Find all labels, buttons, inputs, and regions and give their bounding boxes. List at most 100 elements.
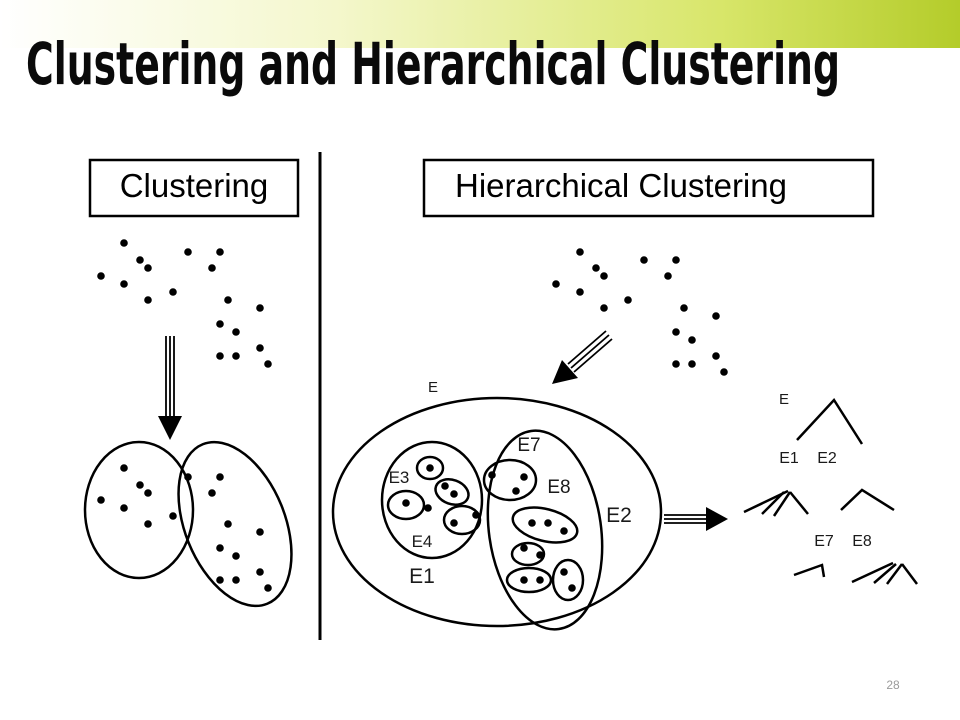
data-point	[624, 296, 632, 304]
label-e7: E7	[517, 435, 540, 456]
data-point	[216, 320, 224, 328]
leaf-ellipse	[415, 455, 445, 481]
right-arrow-icon	[664, 507, 728, 531]
tree-label-e7: E7	[814, 533, 834, 550]
clustering-box	[88, 158, 300, 218]
data-point	[216, 248, 224, 256]
data-point	[144, 489, 152, 497]
label-e2: E2	[606, 504, 632, 527]
diagonal-arrow-icon	[552, 330, 613, 384]
cluster-e2	[486, 429, 604, 631]
data-point	[144, 264, 152, 272]
data-point	[97, 272, 105, 280]
data-point	[720, 368, 728, 376]
data-point	[216, 473, 224, 481]
cluster-ellipse-b	[177, 440, 293, 608]
down-arrow-icon	[158, 336, 182, 440]
label-e4: E4	[412, 532, 433, 551]
label-e8: E8	[547, 477, 570, 498]
data-point	[232, 576, 240, 584]
data-point	[664, 272, 672, 280]
data-point	[97, 496, 105, 504]
leaf-ellipse	[386, 489, 426, 521]
label-e3: E3	[389, 468, 410, 487]
dendrogram	[743, 397, 918, 585]
data-point	[256, 568, 264, 576]
data-point	[592, 264, 600, 272]
data-point	[712, 312, 720, 320]
title-band	[0, 0, 960, 48]
left-clusters	[83, 440, 293, 608]
data-point	[169, 512, 177, 520]
clustering-heading: Clustering	[120, 167, 269, 204]
hierarchical-heading: Hierarchical Clustering	[455, 167, 787, 204]
data-point	[640, 256, 648, 264]
data-point	[232, 352, 240, 360]
data-point	[256, 528, 264, 536]
data-point	[144, 520, 152, 528]
data-point	[184, 248, 192, 256]
data-point	[224, 520, 232, 528]
data-point	[216, 352, 224, 360]
data-point	[224, 296, 232, 304]
data-point	[264, 360, 272, 368]
data-point	[672, 328, 680, 336]
dendrogram-e8-branch	[851, 561, 894, 584]
data-point	[120, 464, 128, 472]
data-point	[256, 304, 264, 312]
data-point	[216, 576, 224, 584]
data-point	[144, 296, 152, 304]
label-e1: E1	[409, 565, 435, 588]
cluster-e	[331, 396, 663, 628]
data-point	[184, 473, 192, 481]
leaf-ellipse	[510, 541, 546, 567]
dendrogram-e2-branch	[840, 488, 895, 512]
slide-title: Clustering and Hierarchical Clustering	[26, 30, 840, 98]
page-number: 28	[886, 678, 900, 692]
leaf-ellipse	[442, 504, 482, 536]
data-point	[169, 288, 177, 296]
data-point	[136, 481, 144, 489]
dendrogram-e7-branch	[793, 563, 826, 578]
left-raw-points	[97, 239, 272, 368]
data-point	[576, 248, 584, 256]
data-point	[120, 280, 128, 288]
data-point	[552, 280, 560, 288]
data-point	[688, 360, 696, 368]
data-point	[208, 264, 216, 272]
data-point	[712, 352, 720, 360]
data-point	[232, 552, 240, 560]
data-point	[136, 256, 144, 264]
data-point	[216, 544, 224, 552]
leaf-ellipse	[482, 458, 538, 502]
tree-label-e2: E2	[817, 450, 837, 467]
data-point	[120, 504, 128, 512]
data-point	[256, 344, 264, 352]
data-point	[232, 328, 240, 336]
tree-label-root: E	[779, 391, 789, 408]
tree-label-e1: E1	[779, 450, 799, 467]
leaf-ellipse	[551, 558, 585, 602]
data-point	[576, 288, 584, 296]
leaf-ellipse	[505, 566, 553, 594]
data-point	[680, 304, 688, 312]
data-point	[264, 584, 272, 592]
leaf-ellipse	[511, 506, 579, 544]
data-point	[672, 256, 680, 264]
hierarchical-box	[422, 158, 875, 218]
cluster-ellipse-a	[83, 440, 195, 580]
tree-label-e8: E8	[852, 533, 872, 550]
data-point	[672, 360, 680, 368]
data-point	[600, 304, 608, 312]
data-point	[208, 489, 216, 497]
cluster-e1	[380, 440, 484, 560]
right-raw-points	[552, 248, 728, 376]
data-point	[688, 336, 696, 344]
data-point	[600, 272, 608, 280]
dendrogram-root-branch	[796, 397, 864, 445]
label-e: E	[428, 379, 438, 396]
leaf-ellipse	[434, 478, 470, 506]
data-point	[120, 239, 128, 247]
nested-cluster-diagram	[331, 396, 663, 631]
